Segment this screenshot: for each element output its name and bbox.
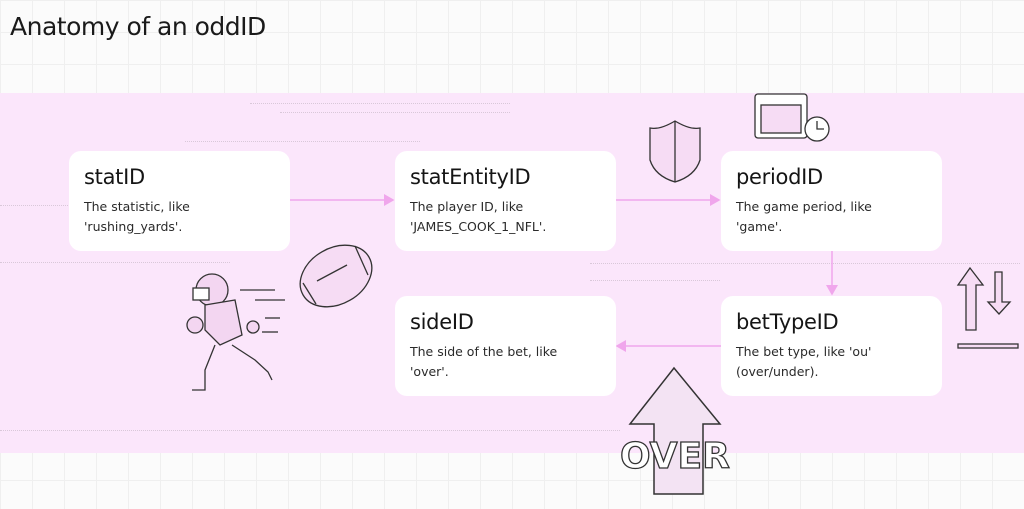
card-description: The game period, like 'game'. (736, 199, 872, 234)
card-description: The player ID, like 'JAMES_COOK_1_NFL'. (410, 199, 547, 234)
decorative-line (185, 141, 420, 142)
up-down-arrows-icon (956, 266, 1019, 349)
decorative-line (0, 262, 230, 263)
card-statid: statID The statistic, like 'rushing_yard… (69, 151, 290, 251)
card-title: periodID (736, 165, 823, 189)
decorative-line (590, 280, 720, 281)
card-title: statID (84, 165, 145, 189)
over-label: OVER (620, 436, 730, 477)
decorative-line (0, 430, 620, 431)
card-description: The side of the bet, like 'over'. (410, 344, 558, 379)
card-title: sideID (410, 310, 474, 334)
running-player-icon (186, 273, 285, 391)
decorative-line (590, 263, 1020, 264)
card-statentityid: statEntityID The player ID, like 'JAMES_… (395, 151, 616, 251)
card-description: The statistic, like 'rushing_yards'. (84, 199, 190, 234)
decorative-line (280, 112, 510, 113)
over-arrow-icon (628, 366, 722, 495)
card-sideid: sideID The side of the bet, like 'over'. (395, 296, 616, 396)
shield-icon (649, 120, 701, 183)
card-description: The bet type, like 'ou' (over/under). (736, 344, 872, 379)
card-title: betTypeID (736, 310, 839, 334)
decorative-line (0, 205, 70, 206)
football-icon (299, 244, 373, 308)
decorative-line (250, 103, 510, 104)
card-bettypeid: betTypeID The bet type, like 'ou' (over/… (721, 296, 942, 396)
page-title: Anatomy of an oddID (10, 12, 266, 41)
card-title: statEntityID (410, 165, 531, 189)
calendar-clock-icon (754, 93, 830, 142)
card-periodid: periodID The game period, like 'game'. (721, 151, 942, 251)
